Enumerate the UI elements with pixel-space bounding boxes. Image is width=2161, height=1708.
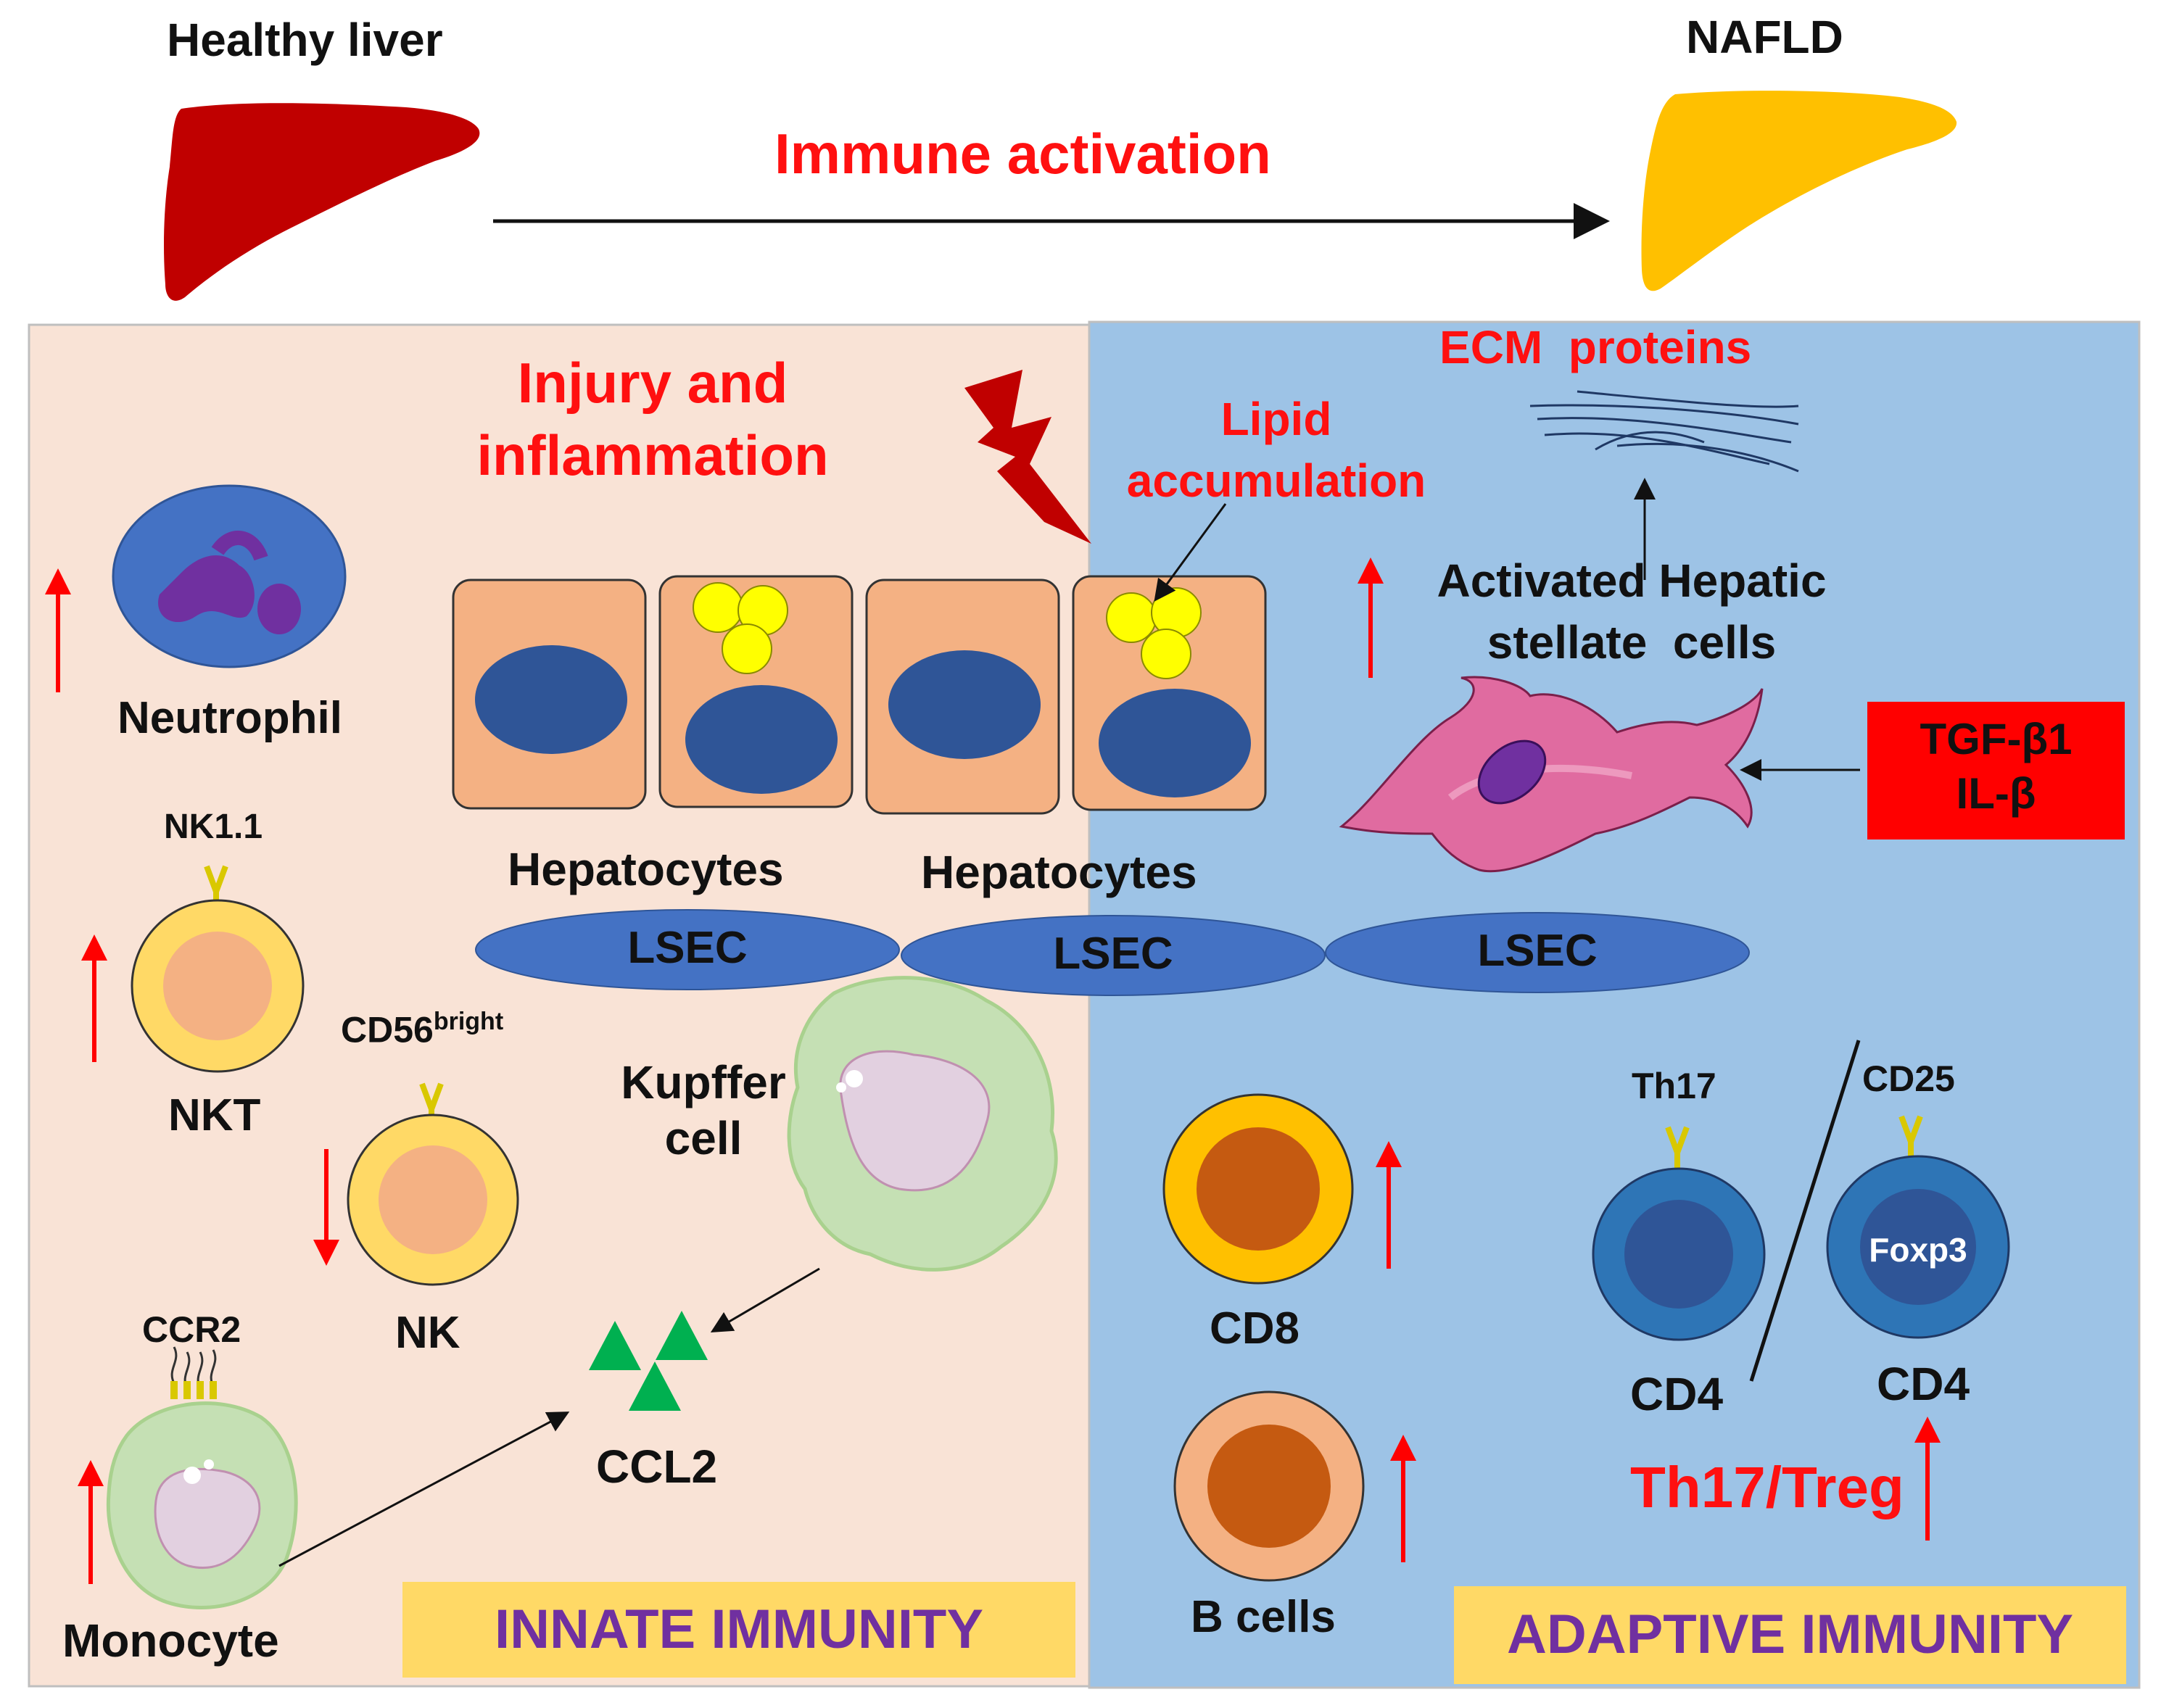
bcell-icon: [1173, 1390, 1365, 1582]
lsec-label-2: LSEC: [1053, 929, 1173, 979]
cd8-cell-icon: [1162, 1093, 1354, 1285]
hsc-line-2: stellate cells: [1487, 616, 1777, 669]
hepatocyte-row: [452, 575, 1267, 815]
lipid-arrow: [1154, 503, 1227, 602]
lsec-label-1: LSEC: [627, 923, 748, 973]
hsc-line-1: Activated Hepatic: [1437, 555, 1827, 607]
monocyte-ccl2-arrow: [278, 1411, 570, 1567]
injury-label: Injury and inflammation: [435, 351, 870, 487]
lipid-droplets: [693, 582, 1202, 679]
lsec-2: [901, 915, 1326, 996]
cytokine-label: TGF-β1 IL-β: [1867, 716, 2125, 816]
immune-activation-label: Immune activation: [774, 122, 1271, 186]
hepatocytes-label-2: Hepatocytes: [921, 846, 1197, 898]
injury-line-2: inflammation: [476, 423, 829, 487]
th17-marker-label: Th17: [1632, 1066, 1716, 1106]
cd8-label: CD8: [1210, 1303, 1300, 1353]
ccl2-icon: [589, 1311, 708, 1411]
kupffer-line-2: cell: [664, 1112, 743, 1165]
nkt-label: NKT: [168, 1090, 261, 1140]
nk-label: NK: [395, 1308, 460, 1358]
th17-cell-icon: [1592, 1126, 1766, 1341]
nkt-cell-icon: [131, 865, 305, 1073]
monocyte-label: Monocyte: [62, 1614, 279, 1667]
lsec-label-3: LSEC: [1477, 926, 1598, 976]
nk-marker-sup: bright: [433, 1008, 504, 1035]
hsc-label: Activated Hepatic stellate cells: [1378, 555, 1885, 669]
neutrophil-label: Neutrophil: [117, 693, 342, 743]
monocyte-icon: [106, 1346, 298, 1609]
nk-marker-text: CD56: [341, 1009, 434, 1050]
ecm-fibers-icon: [1529, 390, 1799, 473]
ccl2-label: CCL2: [596, 1440, 718, 1493]
lightning-icon: [964, 370, 1091, 544]
lipid-line-1: Lipid: [1220, 393, 1332, 445]
innate-title-box: [402, 1582, 1075, 1678]
treg-cell-icon: [1826, 1115, 2010, 1339]
lipid-label: Lipid accumulation: [1088, 393, 1465, 507]
nk-marker-label: CD56bright: [341, 1008, 504, 1050]
nucleus: [888, 650, 1041, 759]
adaptive-title-box: [1454, 1586, 2126, 1684]
kupffer-label: Kupffer cell: [595, 1058, 812, 1163]
hepatocytes-label-1: Hepatocytes: [508, 843, 784, 895]
kupffer-cell-icon: [787, 976, 1058, 1272]
th17-treg-ratio-label: Th17/Treg: [1630, 1455, 1904, 1520]
lsec-1: [475, 909, 900, 990]
lipid-line-2: accumulation: [1126, 455, 1426, 507]
cd4-right-label: CD4: [1877, 1358, 1970, 1410]
nucleus: [475, 645, 627, 754]
cytokine-line-1: TGF-β1: [1920, 715, 2073, 763]
nafld-liver-icon: [1641, 91, 1957, 291]
lsec-3: [1325, 912, 1750, 993]
nucleus: [1099, 689, 1251, 797]
neutrophil-icon: [112, 484, 347, 668]
cd4-divider: [1749, 1040, 1861, 1382]
kupffer-ccl2-arrow: [710, 1267, 820, 1333]
nucleus: [685, 685, 838, 794]
adaptive-immunity-title: ADAPTIVE IMMUNITY: [1506, 1604, 2074, 1665]
foxp3-label: Foxp3: [1869, 1231, 1967, 1269]
cytokine-box: [1867, 702, 2125, 840]
nafld-label: NAFLD: [1686, 11, 1843, 63]
cytokine-line-2: IL-β: [1956, 769, 2036, 818]
bcells-label: B cells: [1191, 1592, 1336, 1642]
cd4-left-label: CD4: [1630, 1368, 1724, 1420]
ccr2-label: CCR2: [142, 1309, 241, 1350]
nk-cell-icon: [347, 1082, 519, 1286]
stellate-nucleus: [1477, 739, 1547, 805]
cd25-marker-label: CD25: [1862, 1058, 1955, 1099]
kupffer-line-1: Kupffer: [621, 1056, 786, 1108]
stellate-cell-icon: [1339, 676, 1764, 873]
healthy-liver-icon: [164, 103, 480, 301]
ecm-label: ECM proteins: [1439, 321, 1752, 373]
healthy-liver-label: Healthy liver: [167, 14, 443, 66]
innate-immunity-title: INNATE IMMUNITY: [494, 1599, 984, 1660]
nkt-marker-label: NK1.1: [164, 808, 263, 846]
injury-line-1: Injury and: [517, 351, 788, 415]
